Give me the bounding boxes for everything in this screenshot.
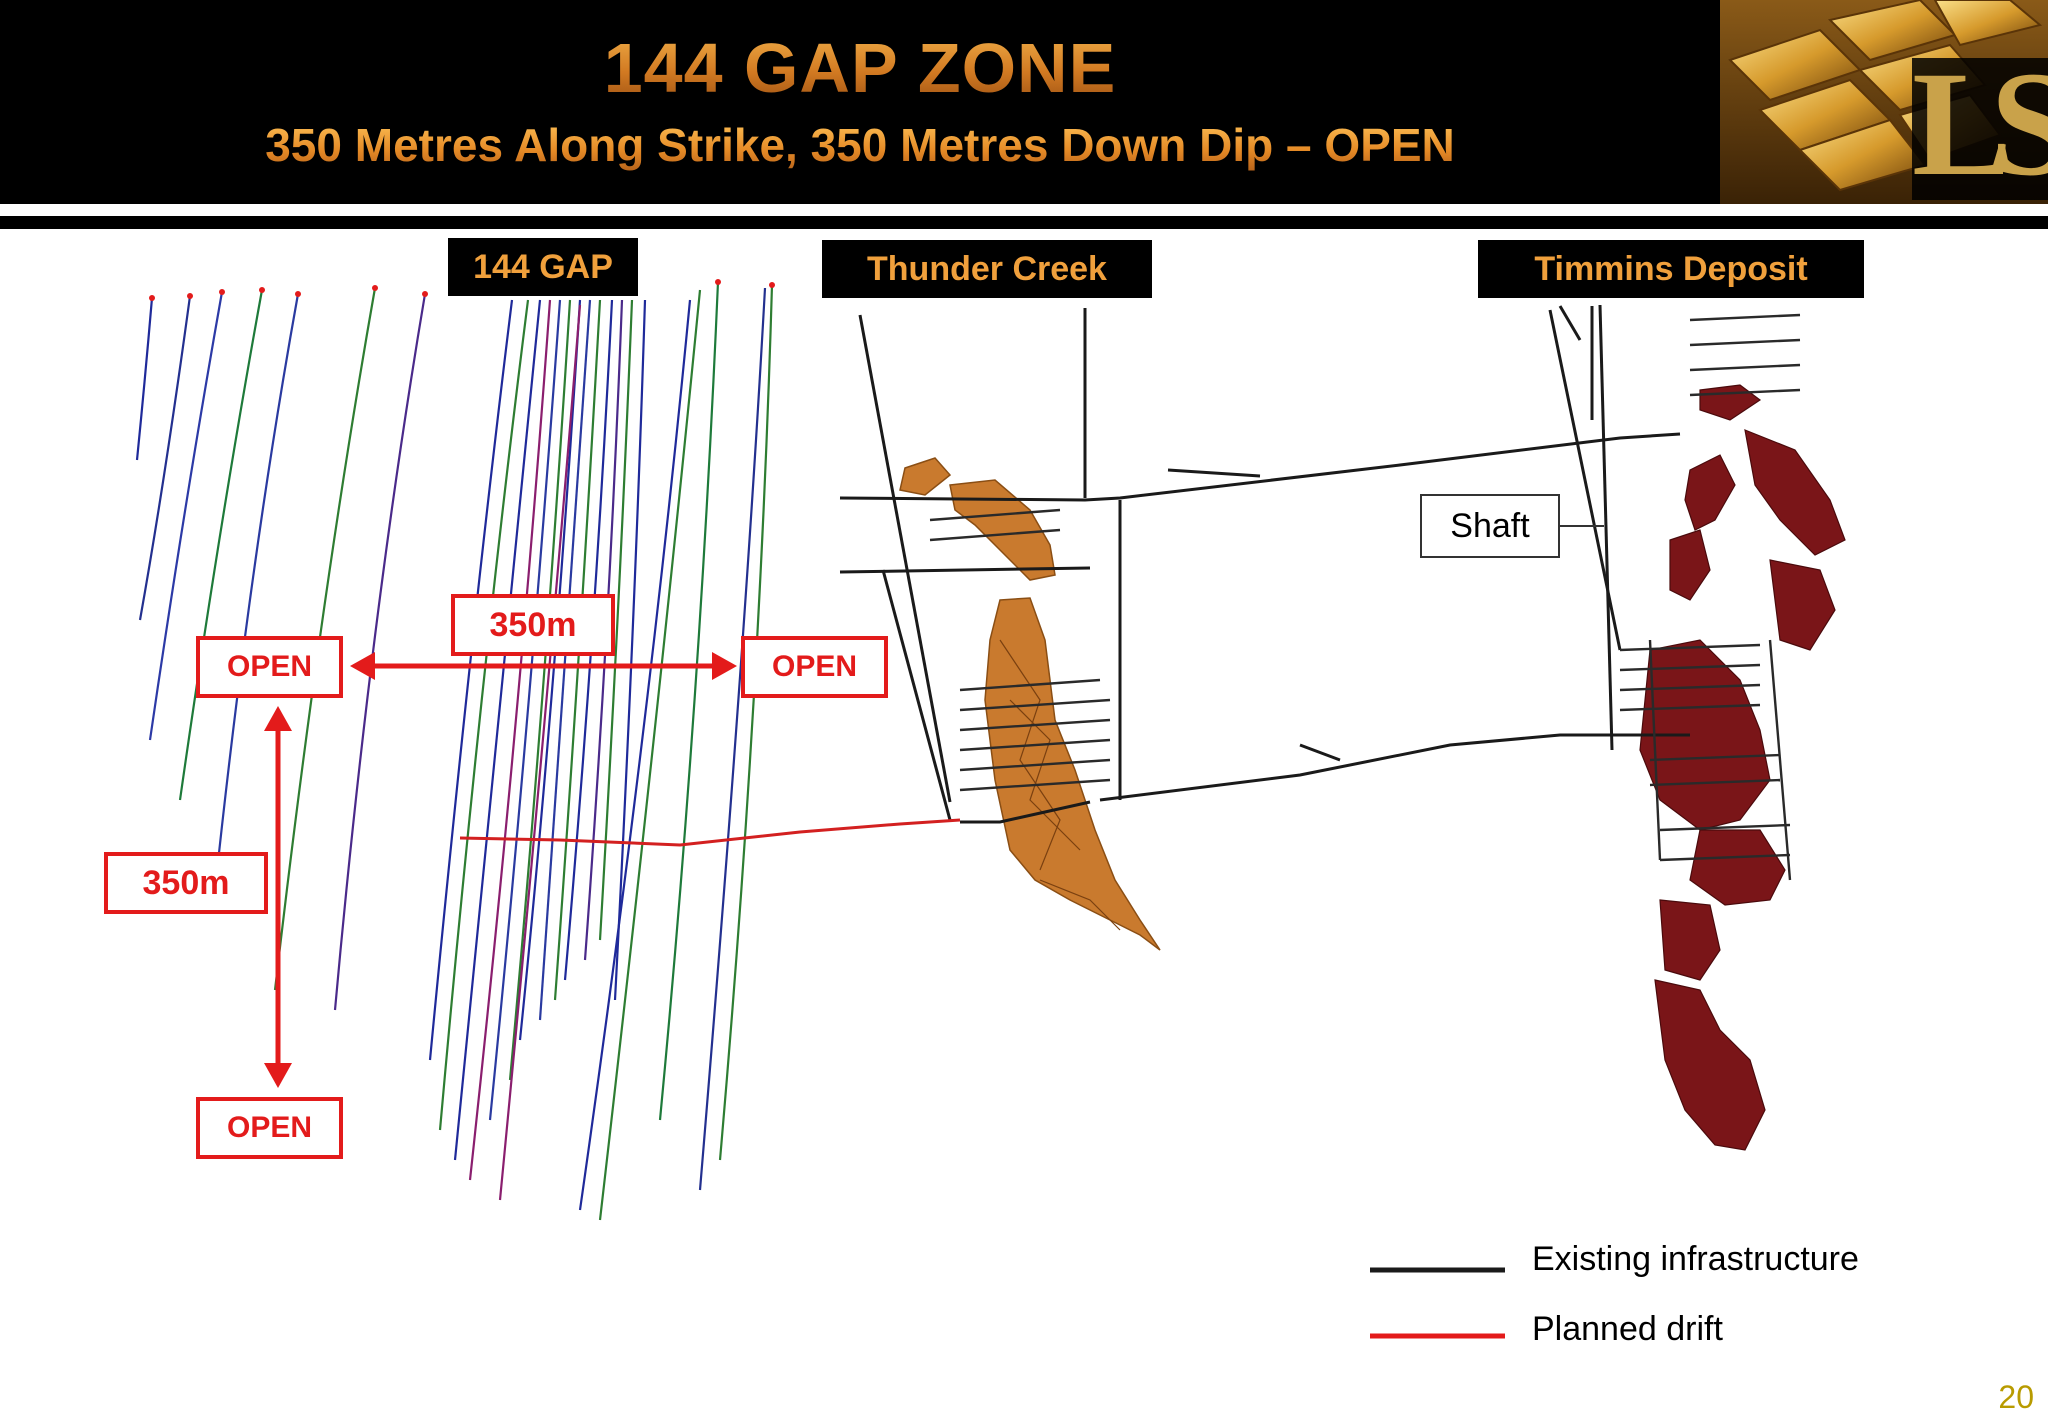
- drill-holes: [135, 281, 774, 1221]
- strike-length-box: 350m: [451, 594, 615, 656]
- timmins-orebody: [1639, 384, 1846, 1151]
- open-bottom-box: OPEN: [196, 1097, 343, 1159]
- open-left-box: OPEN: [196, 636, 343, 698]
- existing-infrastructure: [839, 304, 1690, 824]
- zone-label-thunder-creek: Thunder Creek: [822, 240, 1152, 298]
- gold-bars-image: [1720, 0, 2048, 204]
- company-logo: LS: [1912, 41, 2048, 204]
- dip-arrow: [264, 706, 292, 1088]
- dip-length-box: 350m: [104, 852, 268, 914]
- zone-label-timmins-deposit: Timmins Deposit: [1478, 240, 1864, 298]
- planned-drift: [459, 818, 961, 847]
- legend-planned-label: Planned drift: [1532, 1310, 1723, 1348]
- strike-arrow: [350, 652, 737, 680]
- drill-collars: [149, 279, 775, 301]
- page-number: 20: [1998, 1379, 2034, 1415]
- slide-subtitle: 350 Metres Along Strike, 350 Metres Down…: [0, 118, 1720, 172]
- thunder-creek-texture: [999, 639, 1121, 931]
- zone-label-144-gap: 144 GAP: [448, 238, 638, 296]
- open-right-box: OPEN: [741, 636, 888, 698]
- slide-title: 144 GAP ZONE: [0, 28, 1720, 108]
- legend-existing-label: Existing infrastructure: [1532, 1240, 1859, 1278]
- mine-levels: [929, 313, 1801, 881]
- shaft-label: Shaft: [1420, 494, 1560, 558]
- header-divider: [0, 216, 2048, 229]
- header-banner: 144 GAP ZONE 350 Metres Along Strike, 35…: [0, 0, 2048, 204]
